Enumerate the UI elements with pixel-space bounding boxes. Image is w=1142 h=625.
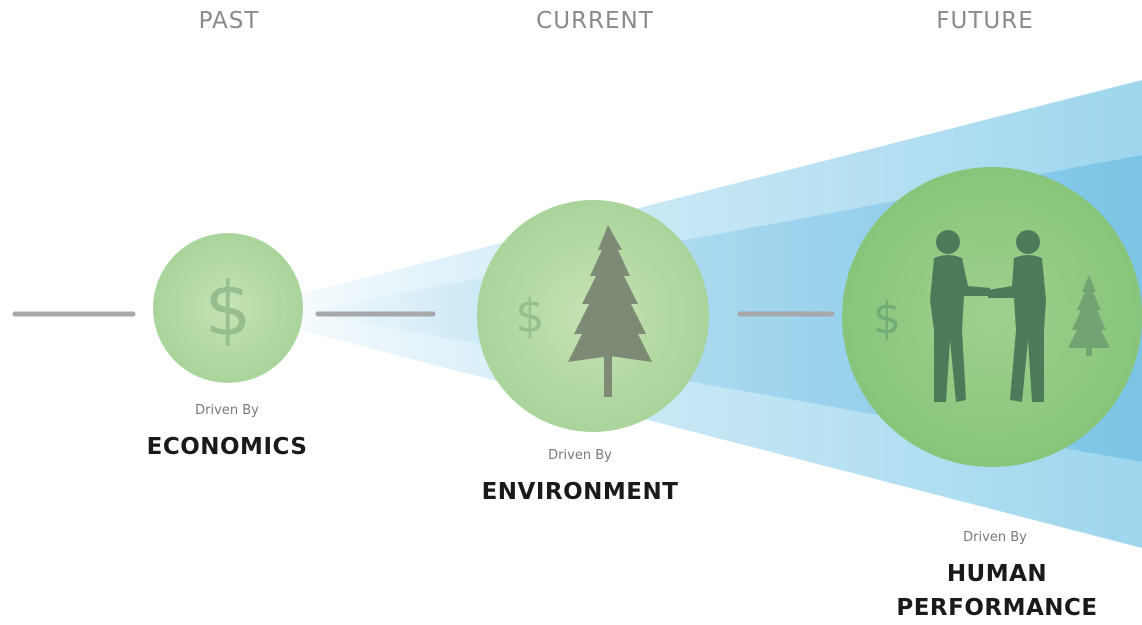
stage-circle-future: $ [842, 167, 1142, 467]
driver-label-current: ENVIRONMENT [482, 475, 679, 509]
dollar-icon: $ [515, 289, 544, 343]
driver-line: ECONOMICS [146, 434, 308, 460]
era-label-past: PAST [198, 8, 260, 34]
driver-label-future: HUMAN PERFORMANCE [896, 557, 1097, 625]
tree-icon [568, 225, 652, 397]
stage-circle-current: $ [477, 200, 709, 432]
driver-line: PERFORMANCE [896, 595, 1098, 621]
dollar-icon: $ [204, 267, 251, 353]
stage-circle-past: $ [153, 233, 303, 383]
driver-line: HUMAN [946, 561, 1048, 587]
dollar-icon: $ [873, 293, 901, 344]
driven-by-label-past: Driven By [195, 403, 259, 418]
era-label-future: FUTURE [936, 8, 1034, 34]
driven-by-label-current: Driven By [548, 448, 612, 463]
driven-by-label-future: Driven By [963, 530, 1027, 545]
tree-icon [1068, 275, 1110, 356]
handshake-people-icon [930, 230, 1046, 402]
driver-label-past: ECONOMICS [147, 430, 308, 464]
era-label-current: CURRENT [536, 8, 654, 34]
driver-line: ENVIRONMENT [481, 479, 679, 505]
